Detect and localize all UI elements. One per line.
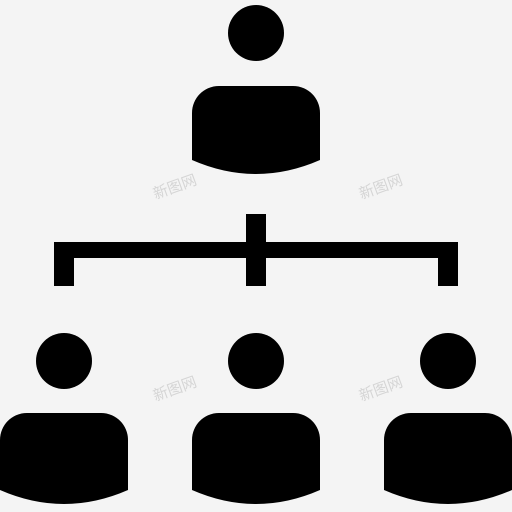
watermark-text: 新图网: [151, 171, 199, 203]
watermark-text: 新图网: [151, 373, 199, 405]
bottom-right-person-head: [420, 333, 476, 389]
bottom-right-person-icon: [384, 333, 512, 504]
bottom-right-person-body: [384, 413, 512, 504]
bottom-left-person-head: [36, 333, 92, 389]
connector-right-drop: [438, 242, 458, 286]
watermark-text: 新图网: [357, 373, 405, 405]
connector-left-drop: [54, 242, 74, 286]
connector-horizontal-bar: [54, 242, 458, 258]
top-person-icon: [192, 5, 320, 174]
top-person-head: [228, 5, 284, 61]
bottom-center-person-icon: [192, 333, 320, 504]
bottom-center-person-body: [192, 413, 320, 504]
bottom-center-person-head: [228, 333, 284, 389]
hierarchy-connector: [54, 214, 458, 286]
bottom-left-person-body: [0, 413, 128, 504]
top-person-body: [192, 86, 320, 174]
bottom-left-person-icon: [0, 333, 128, 504]
watermark-text: 新图网: [357, 171, 405, 203]
